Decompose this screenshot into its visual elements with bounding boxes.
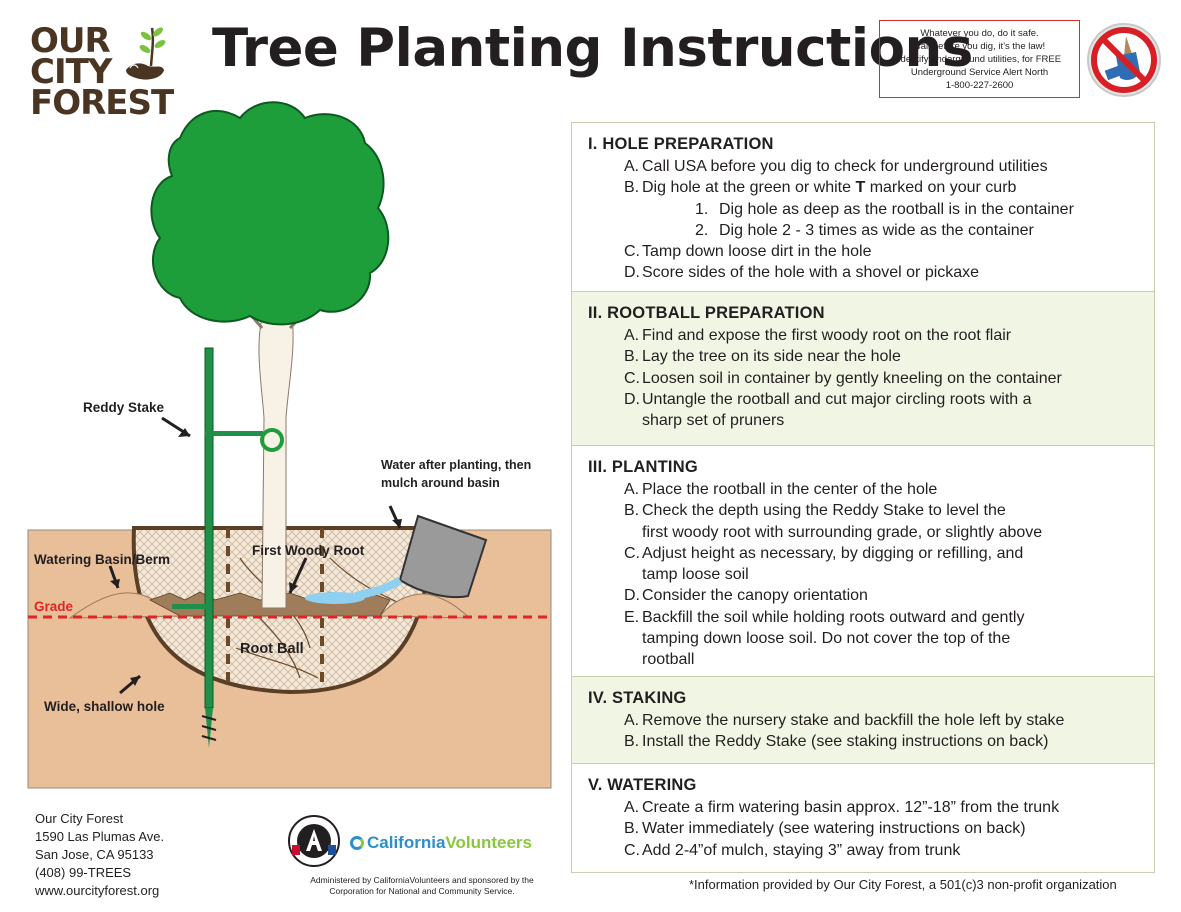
- section-watering: V. WATERING A.Create a firm watering bas…: [572, 764, 1154, 872]
- tree-planting-diagram: Reddy Stake Water after planting, then m…: [0, 88, 560, 798]
- list-item: C.Loosen soil in container by gently kne…: [624, 369, 1062, 387]
- watering-berm-right: [378, 593, 472, 619]
- safety-line-5: 1-800-227-2600: [945, 80, 1014, 91]
- list-item: A.Remove the nursery stake and backfill …: [624, 712, 1065, 729]
- section-heading: III. PLANTING: [588, 458, 698, 476]
- section-heading: V. WATERING: [588, 776, 697, 794]
- logo-wordmark: OUR CITY FOREST: [30, 21, 174, 123]
- label-water-2: mulch around basin: [381, 476, 500, 490]
- list-item: A.Find and expose the first woody root o…: [624, 327, 1012, 344]
- list-subitem: 1.Dig hole as deep as the rootball is in…: [695, 200, 1074, 218]
- page-title: Tree Planting Instructions: [212, 18, 973, 79]
- section-heading: I. HOLE PREPARATION: [588, 135, 774, 153]
- cv-swoosh-icon: [350, 836, 364, 850]
- tree-canopy: [150, 101, 390, 326]
- section-rootball-preparation: II. ROOTBALL PREPARATION A.Find and expo…: [572, 292, 1154, 446]
- our-city-forest-logo: OUR CITY FOREST: [30, 21, 174, 130]
- call-before-you-dig-notice: Whatever you do, do it safe. Call before…: [879, 20, 1080, 98]
- reddy-stake: [204, 347, 214, 709]
- label-watering-basin: Watering Basin/Berm: [34, 552, 171, 567]
- list-item: C.Add 2-4”of mulch, staying 3” away from…: [624, 841, 961, 859]
- list-item: E.Backfill the soil while holding roots …: [624, 608, 1025, 669]
- label-water-1: Water after planting, then: [381, 458, 532, 472]
- list-item: A.Place the rootball in the center of th…: [624, 481, 938, 498]
- list-item: B.Check the depth using the Reddy Stake …: [624, 502, 1043, 541]
- list-item: D.Untangle the rootball and cut major ci…: [624, 390, 1032, 430]
- list-item: D.Consider the canopy orientation: [624, 587, 868, 605]
- planting-cross-section: [27, 101, 552, 789]
- california-volunteers-logo: CaliforniaVolunteers: [350, 833, 532, 853]
- instructions-panel: I. HOLE PREPARATION A.Call USA before yo…: [571, 122, 1155, 873]
- list-item: B.Lay the tree on its side near the hole: [624, 348, 901, 366]
- hand-holding-sprout-icon: [126, 27, 166, 80]
- list-item: D.Score sides of the hole with a shovel …: [624, 264, 980, 282]
- logo-line-3: FOREST: [30, 83, 174, 123]
- safety-line-1: Whatever you do, do it safe.: [920, 28, 1039, 39]
- safety-line-3: Identify underground utilities, for FREE: [897, 54, 1062, 65]
- no-digging-shovel-icon: [1087, 23, 1161, 97]
- sponsor-note: Administered by CaliforniaVolunteers and…: [310, 875, 534, 896]
- americorps-logo-icon: [288, 815, 340, 867]
- list-item: C.Tamp down loose dirt in the hole: [624, 243, 872, 261]
- water-puddle: [305, 592, 365, 604]
- org-name: Our City Forest: [35, 811, 124, 826]
- section-heading: II. ROOTBALL PREPARATION: [588, 304, 825, 322]
- footnote: *Information provided by Our City Forest…: [689, 877, 1117, 892]
- section-staking: IV. STAKING A.Remove the nursery stake a…: [572, 677, 1154, 764]
- section-hole-preparation: I. HOLE PREPARATION A.Call USA before yo…: [572, 123, 1154, 292]
- org-street: 1590 Las Plumas Ave.: [35, 829, 165, 844]
- label-root-ball: Root Ball: [240, 641, 304, 657]
- list-item: C.Adjust height as necessary, by digging…: [624, 544, 1024, 584]
- organization-address: Our City Forest 1590 Las Plumas Ave. San…: [35, 810, 164, 900]
- water-bucket: [398, 514, 488, 599]
- list-item: A.Create a firm watering basin approx. 1…: [624, 799, 1060, 816]
- label-wide-hole: Wide, shallow hole: [44, 699, 165, 714]
- org-city: San Jose, CA 95133: [35, 847, 154, 862]
- list-subitem: 2.Dig hole 2 - 3 times as wide as the co…: [695, 221, 1034, 239]
- org-phone: (408) 99-TREES: [35, 865, 132, 880]
- logo-line-2: CITY: [30, 52, 112, 92]
- list-item: A.Call USA before you dig to check for u…: [624, 158, 1048, 175]
- list-item: B.Water immediately (see watering instru…: [624, 820, 1026, 838]
- label-grade: Grade: [34, 599, 74, 614]
- safety-line-2: Call before you dig, it’s the law!: [913, 41, 1046, 52]
- list-item: B.Dig hole at the green or white T marke…: [624, 179, 1017, 197]
- label-first-woody-root: First Woody Root: [252, 543, 365, 558]
- tree-tie: [260, 428, 284, 452]
- org-website: www.ourcityforest.org: [35, 883, 160, 898]
- section-heading: IV. STAKING: [588, 689, 687, 707]
- list-item: B.Install the Reddy Stake (see staking i…: [624, 733, 1049, 751]
- section-planting: III. PLANTING A.Place the rootball in th…: [572, 446, 1154, 677]
- logo-line-1: OUR: [30, 21, 111, 61]
- label-reddy-stake: Reddy Stake: [83, 400, 165, 415]
- safety-line-4: Underground Service Alert North: [910, 67, 1049, 78]
